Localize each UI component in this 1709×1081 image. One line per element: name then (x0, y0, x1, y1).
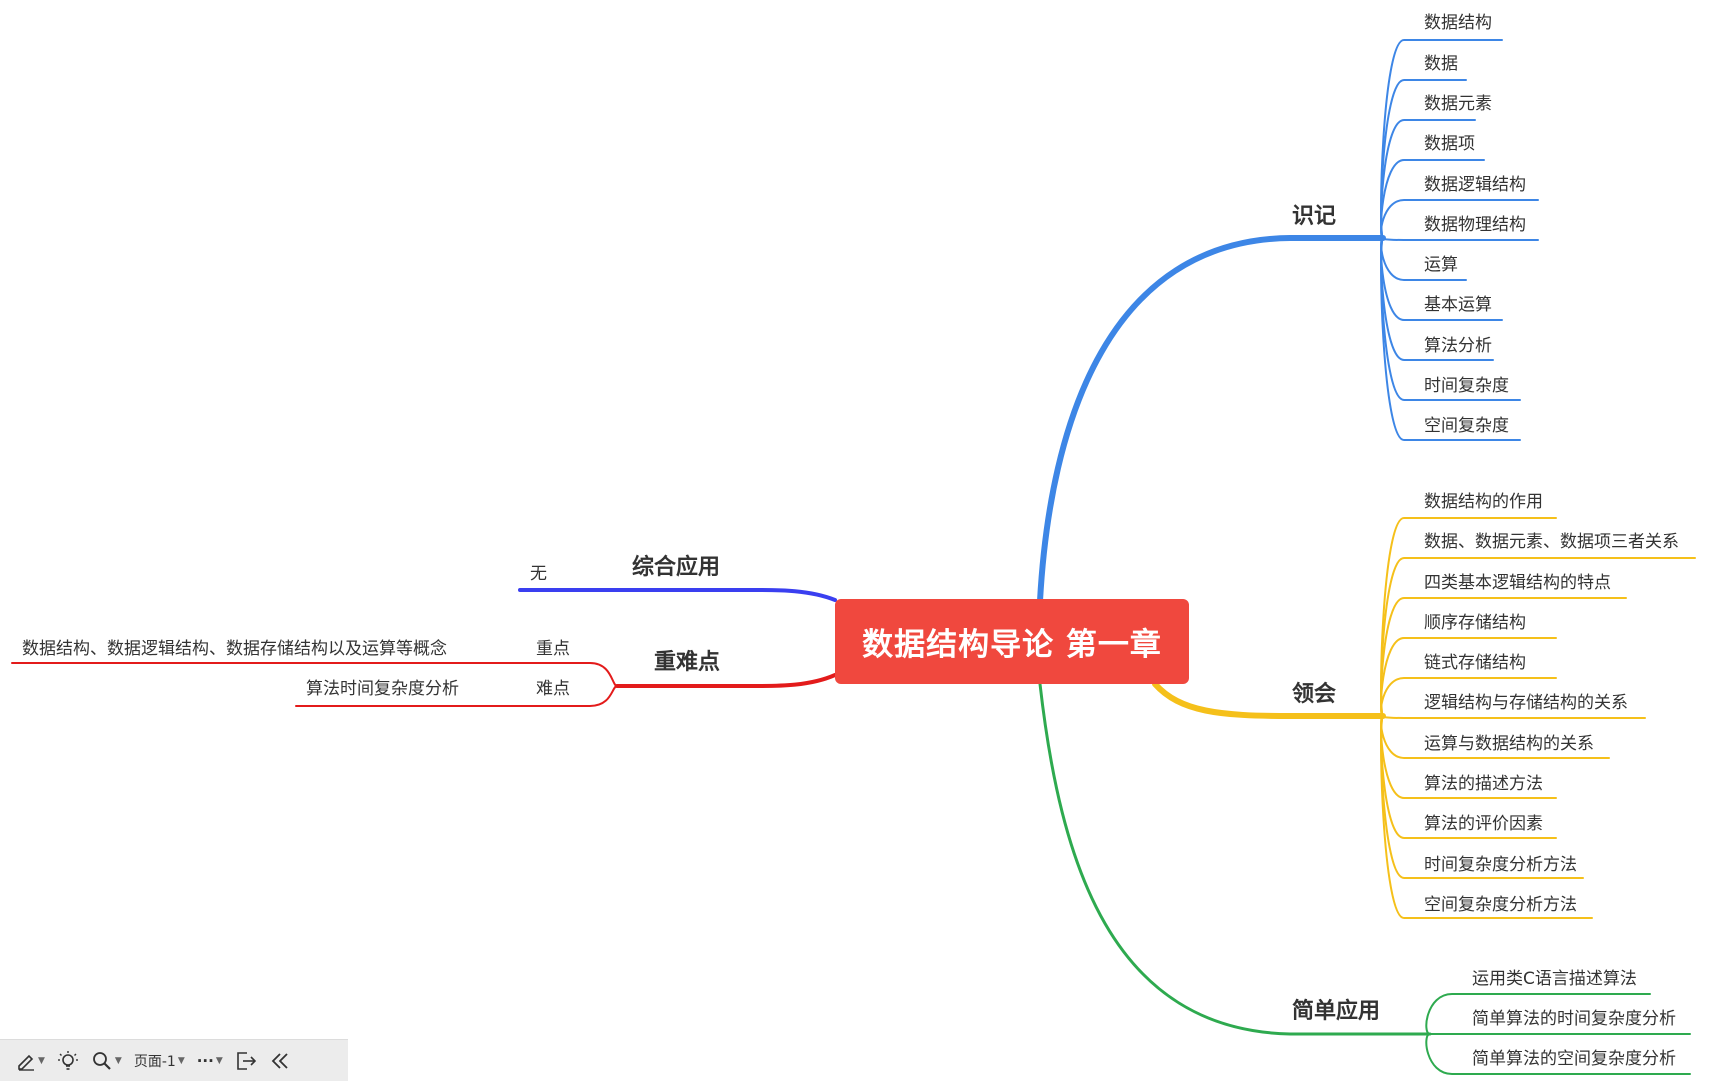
more-icon: ··· (196, 1051, 214, 1070)
root-topic[interactable]: 数据结构导论 第一章 (835, 599, 1189, 684)
chevron-down-icon: ▼ (215, 1055, 223, 1066)
linghui-item-6[interactable]: 逻辑结构与存储结构的关系 (1424, 693, 1628, 713)
shiji-item-5[interactable]: 数据逻辑结构 (1424, 175, 1526, 195)
jiandan-item-2[interactable]: 简单算法的时间复杂度分析 (1472, 1009, 1676, 1029)
shiji-item-9[interactable]: 算法分析 (1424, 336, 1492, 356)
shiji-item-3[interactable]: 数据元素 (1424, 94, 1492, 114)
shiji-item-10[interactable]: 时间复杂度 (1424, 376, 1509, 396)
linghui-item-2[interactable]: 数据、数据元素、数据项三者关系 (1424, 532, 1679, 552)
page-label: 页面-1 (133, 1053, 176, 1070)
pen-tool-button[interactable]: ▼ (0, 1040, 51, 1081)
collapse-button[interactable] (263, 1040, 297, 1081)
main-line-shiji (1037, 235, 1386, 604)
shiji-item-6[interactable]: 数据物理结构 (1424, 215, 1526, 235)
linghui-child-line (1380, 677, 1557, 717)
branch-jiandan[interactable]: 简单应用 (1292, 999, 1381, 1024)
zhongnan-label-nandian[interactable]: 难点 (536, 679, 570, 699)
linghui-item-8[interactable]: 算法的描述方法 (1424, 774, 1543, 794)
jiandan-item-1[interactable]: 运用类C语言描述算法 (1472, 969, 1637, 989)
zhongnan-detail-zhongdian[interactable]: 数据结构、数据逻辑结构、数据存储结构以及运算等概念 (22, 639, 447, 659)
export-icon (235, 1050, 257, 1072)
linghui-item-11[interactable]: 空间复杂度分析方法 (1424, 895, 1577, 915)
shiji-item-4[interactable]: 数据项 (1424, 134, 1475, 154)
linghui-item-10[interactable]: 时间复杂度分析方法 (1424, 855, 1577, 875)
jiandan-child-line (1425, 1033, 1691, 1075)
linghui-item-7[interactable]: 运算与数据结构的关系 (1424, 734, 1594, 754)
shiji-item-7[interactable]: 运算 (1424, 255, 1458, 275)
main-line-jiandan (1038, 682, 1432, 1036)
shiji-child-line (1380, 237, 1521, 441)
shiji-item-2[interactable]: 数据 (1424, 54, 1458, 74)
idea-button[interactable] (51, 1040, 85, 1081)
zhongnan-label-zhongdian[interactable]: 重点 (536, 639, 570, 659)
zoom-button[interactable]: ▼ (85, 1040, 128, 1081)
pen-icon (16, 1051, 36, 1071)
linghui-item-3[interactable]: 四类基本逻辑结构的特点 (1424, 573, 1611, 593)
chevron-down-icon: ▼ (177, 1055, 185, 1066)
main-line-zonghe (518, 588, 837, 602)
shiji-child-line (1380, 199, 1539, 239)
main-line-linghui (1152, 681, 1386, 719)
bulb-icon (57, 1050, 79, 1072)
shiji-item-11[interactable]: 空间复杂度 (1424, 416, 1509, 436)
export-button[interactable] (229, 1040, 263, 1081)
zonghe-item-1[interactable]: 无 (530, 564, 547, 584)
linghui-child-line (1380, 715, 1593, 919)
branch-linghui[interactable]: 领会 (1292, 682, 1337, 707)
branch-zhongnan[interactable]: 重难点 (654, 650, 721, 675)
zhongnan-zhongdian-line (11, 662, 618, 687)
page-select[interactable]: 页面-1▼ (128, 1040, 191, 1081)
branch-shiji[interactable]: 识记 (1292, 204, 1337, 229)
linghui-item-9[interactable]: 算法的评价因素 (1424, 814, 1543, 834)
shiji-item-1[interactable]: 数据结构 (1424, 13, 1492, 33)
linghui-item-4[interactable]: 顺序存储结构 (1424, 613, 1526, 633)
linghui-child-line (1380, 715, 1646, 719)
main-line-zhongnan (615, 673, 837, 688)
collapse-icon (269, 1050, 291, 1072)
bottom-toolbar: ▼ ▼ 页面-1▼ ···▼ (0, 1039, 348, 1081)
shiji-item-8[interactable]: 基本运算 (1424, 295, 1492, 315)
jiandan-item-3[interactable]: 简单算法的空间复杂度分析 (1472, 1049, 1676, 1069)
chevron-down-icon: ▼ (114, 1055, 122, 1066)
zhongnan-nandian-line (295, 685, 618, 707)
chevron-down-icon: ▼ (38, 1055, 45, 1066)
jiandan-child-line (1425, 993, 1651, 1035)
search-icon (91, 1050, 113, 1072)
branch-zonghe[interactable]: 综合应用 (632, 555, 721, 580)
linghui-item-1[interactable]: 数据结构的作用 (1424, 492, 1543, 512)
shiji-child-line (1380, 237, 1539, 241)
more-button[interactable]: ···▼ (191, 1040, 229, 1081)
zhongnan-detail-nandian[interactable]: 算法时间复杂度分析 (306, 679, 459, 699)
linghui-item-5[interactable]: 链式存储结构 (1424, 653, 1526, 673)
